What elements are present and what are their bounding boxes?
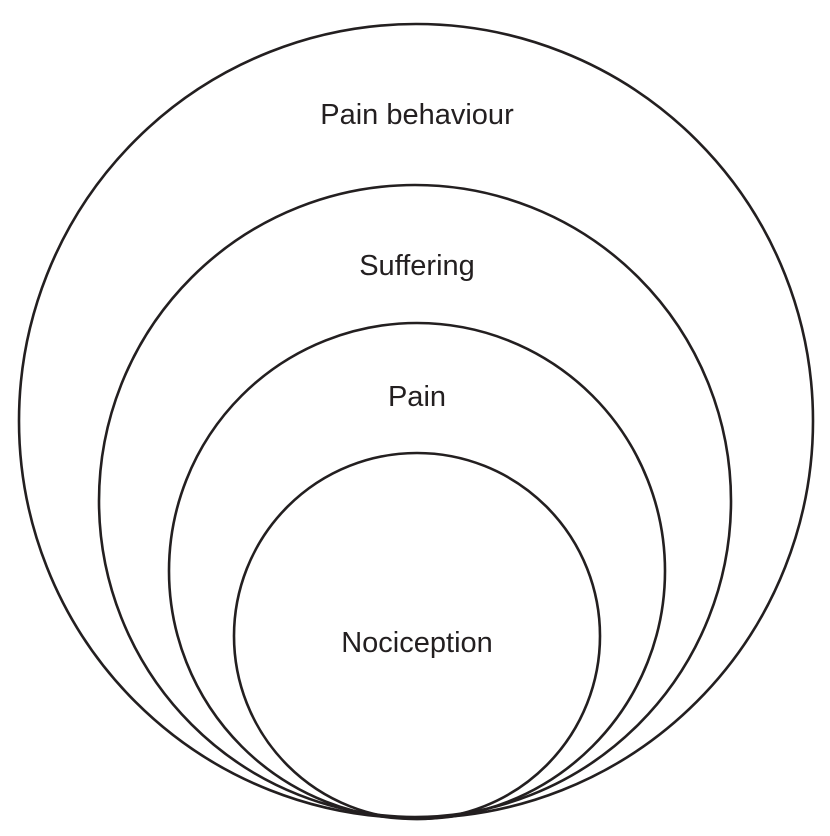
label-suffering: Suffering bbox=[359, 250, 475, 282]
label-pain-behaviour: Pain behaviour bbox=[320, 99, 514, 131]
circle-nociception bbox=[232, 451, 602, 821]
circle-pain-behaviour bbox=[17, 22, 815, 820]
circle-suffering bbox=[97, 183, 733, 819]
label-nociception: Nociception bbox=[341, 627, 493, 659]
label-pain: Pain bbox=[388, 381, 446, 413]
